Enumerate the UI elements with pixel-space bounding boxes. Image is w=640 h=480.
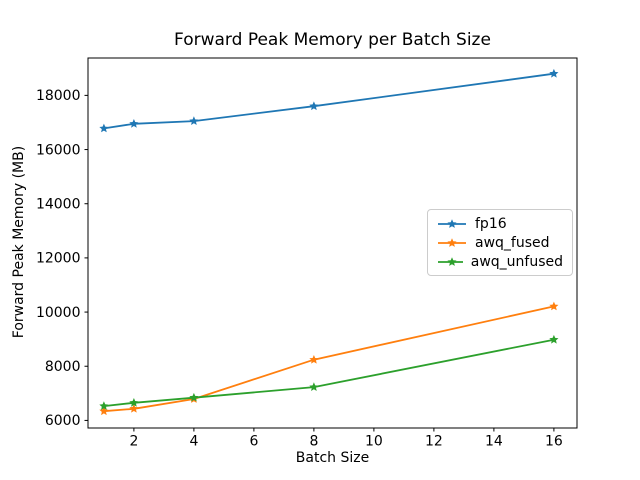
legend-label: awq_fused (475, 234, 550, 251)
data-point-awq_unfused (129, 398, 139, 407)
data-point-fp16 (129, 119, 139, 128)
x-tick-label: 8 (309, 434, 318, 450)
x-tick-label: 6 (249, 434, 258, 450)
y-tick-label: 12000 (36, 251, 81, 267)
x-tick-label: 14 (485, 434, 503, 450)
data-point-fp16 (99, 123, 109, 133)
legend-item-awq_unfused: awq_unfused (437, 252, 563, 271)
x-axis-label: Batch Size (295, 450, 370, 466)
data-point-awq_fused (309, 354, 319, 364)
x-tick-label: 10 (365, 434, 383, 450)
legend-marker (447, 256, 457, 266)
data-point-fp16 (309, 101, 319, 111)
y-tick-label: 18000 (36, 88, 81, 104)
legend: fp16 awq_fused awq_unfused (427, 209, 573, 276)
x-tick-label: 2 (129, 434, 138, 450)
legend-swatch-awq_unfused (438, 256, 463, 266)
legend-marker (447, 218, 457, 228)
axes-frame (87, 57, 578, 429)
data-point-awq_fused (99, 406, 109, 416)
data-point-awq_unfused (99, 401, 109, 410)
x-tick-label: 12 (425, 434, 443, 450)
data-point-awq_unfused (309, 382, 319, 391)
data-point-fp16 (549, 68, 559, 78)
data-point-fp16 (189, 116, 199, 125)
data-point-awq_fused (549, 301, 559, 311)
legend-item-awq_fused: awq_fused (437, 233, 563, 252)
legend-swatch-fp16 (438, 218, 466, 228)
y-tick-label: 14000 (36, 197, 81, 213)
chart-title: Forward Peak Memory per Batch Size (174, 30, 491, 50)
series-line-awq_fused (103, 305, 555, 413)
legend-swatch-awq_fused (438, 237, 466, 247)
x-tick-label: 16 (545, 434, 563, 450)
legend-label: awq_unfused (470, 253, 563, 270)
legend-marker (447, 237, 457, 247)
data-point-awq_unfused (189, 392, 199, 402)
data-point-awq_unfused (549, 334, 559, 344)
series-line-awq_unfused (103, 338, 555, 407)
y-axis-label: Forward Peak Memory (MB) (11, 145, 27, 339)
y-tick-label: 8000 (45, 359, 81, 375)
legend-label: fp16 (475, 215, 507, 232)
series-line-fp16 (103, 72, 555, 130)
data-point-awq_fused (129, 403, 139, 413)
legend-item-fp16: fp16 (437, 214, 563, 233)
y-tick-label: 16000 (36, 142, 81, 158)
y-tick-label: 6000 (45, 413, 81, 429)
x-tick-label: 4 (189, 434, 198, 450)
y-tick-label: 10000 (36, 305, 81, 321)
